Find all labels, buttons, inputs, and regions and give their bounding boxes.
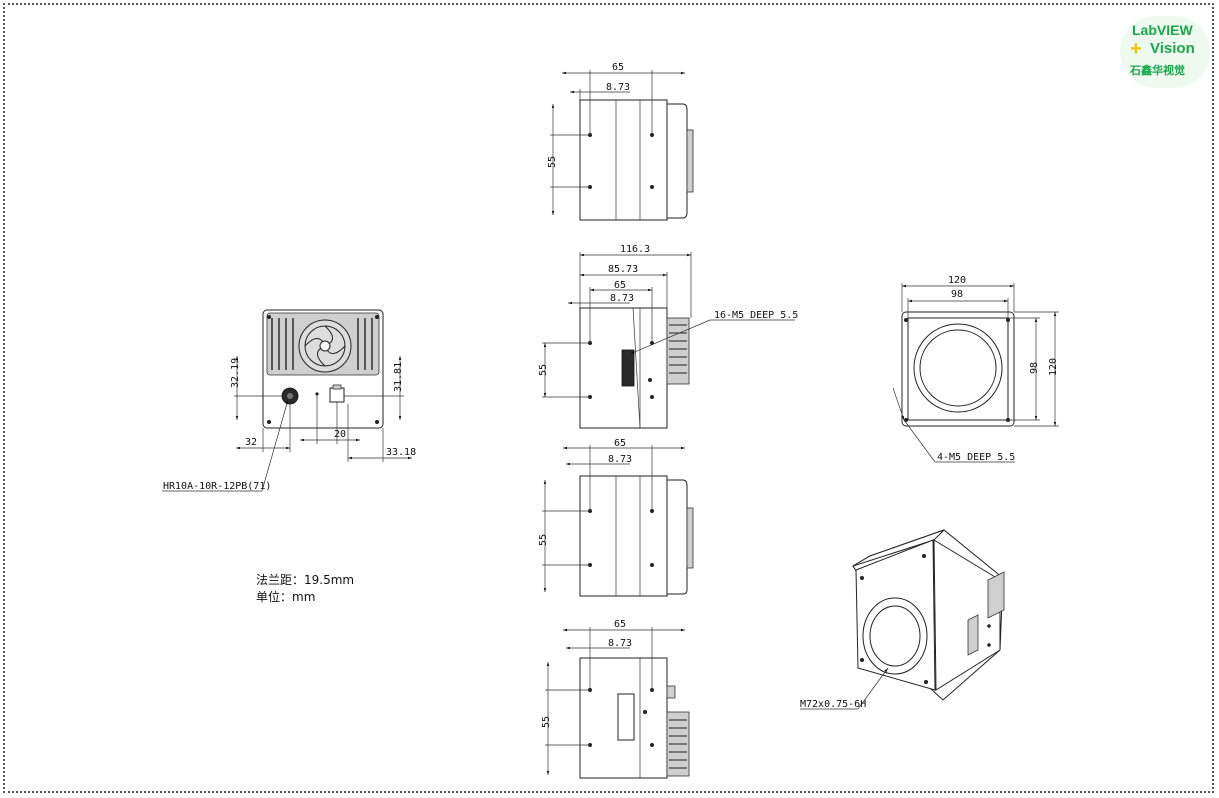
rear-height-right-dim: 31.81 xyxy=(393,362,404,392)
side1-height-dim: 55 xyxy=(538,364,549,376)
front-callout: 4-M5 DEEP 5.5 xyxy=(937,452,1015,463)
side1-offset-dim: 8.73 xyxy=(610,293,634,304)
logo-line2: Vision xyxy=(1150,40,1195,57)
side3-offset-dim: 8.73 xyxy=(608,638,632,649)
rear-connector-callout: HR10A-10R-12PB(71) xyxy=(163,481,271,492)
side-view-2: 65 8.73 55 xyxy=(538,438,694,597)
iso-thread-callout: M72x0.75-6H xyxy=(800,699,866,710)
rear-view: 32.19 31.81 32 20 33.18 HR10A-10R-12PB(7… xyxy=(162,309,416,492)
side1-total-dim: 116.3 xyxy=(620,244,650,255)
top-width-dim: 65 xyxy=(612,62,624,73)
side3-height-dim: 55 xyxy=(541,716,552,728)
side1-callout: 16-M5 DEEP 5.5 xyxy=(714,310,798,321)
side-view-3: 65 8.73 55 xyxy=(541,619,690,779)
side1-depth-dim: 85.73 xyxy=(608,264,638,275)
front-outer-width-dim: 120 xyxy=(948,275,966,286)
front-inner-height-dim: 98 xyxy=(1029,362,1040,374)
front-outer-height-dim: 120 xyxy=(1048,358,1059,376)
side-view-1: 116.3 85.73 65 8.73 55 16-M5 DEEP 5.5 xyxy=(538,244,798,429)
top-view: 65 8.73 55 xyxy=(547,62,694,221)
side2-offset-dim: 8.73 xyxy=(608,454,632,465)
side3-width-dim: 65 xyxy=(614,619,626,630)
unit-note: 单位：mm xyxy=(256,590,316,604)
side1-width-dim: 65 xyxy=(614,280,626,291)
side2-width-dim: 65 xyxy=(614,438,626,449)
front-view: 120 98 98 120 4-M5 DEEP 5.5 xyxy=(892,275,1059,463)
drawing-border xyxy=(3,3,1214,793)
rear-right-dim: 33.18 xyxy=(386,447,416,458)
rear-middle-dim: 20 xyxy=(334,429,346,440)
top-height-dim: 55 xyxy=(547,156,558,168)
rear-left-dim: 32 xyxy=(245,437,257,448)
top-offset-dim: 8.73 xyxy=(606,82,630,93)
logo-line3: 石鑫华视觉 xyxy=(1130,64,1185,77)
brand-logo: LabVIEW + Vision 石鑫华视觉 xyxy=(1120,16,1210,88)
side2-height-dim: 55 xyxy=(538,534,549,546)
logo-plus-icon: + xyxy=(1130,38,1142,60)
front-inner-width-dim: 98 xyxy=(951,289,963,300)
flange-distance-note: 法兰距：19.5mm xyxy=(256,573,355,587)
rear-height-dim: 32.19 xyxy=(230,358,241,388)
iso-view: M72x0.75-6H xyxy=(800,529,1005,710)
logo-line1: LabVIEW xyxy=(1132,22,1193,38)
